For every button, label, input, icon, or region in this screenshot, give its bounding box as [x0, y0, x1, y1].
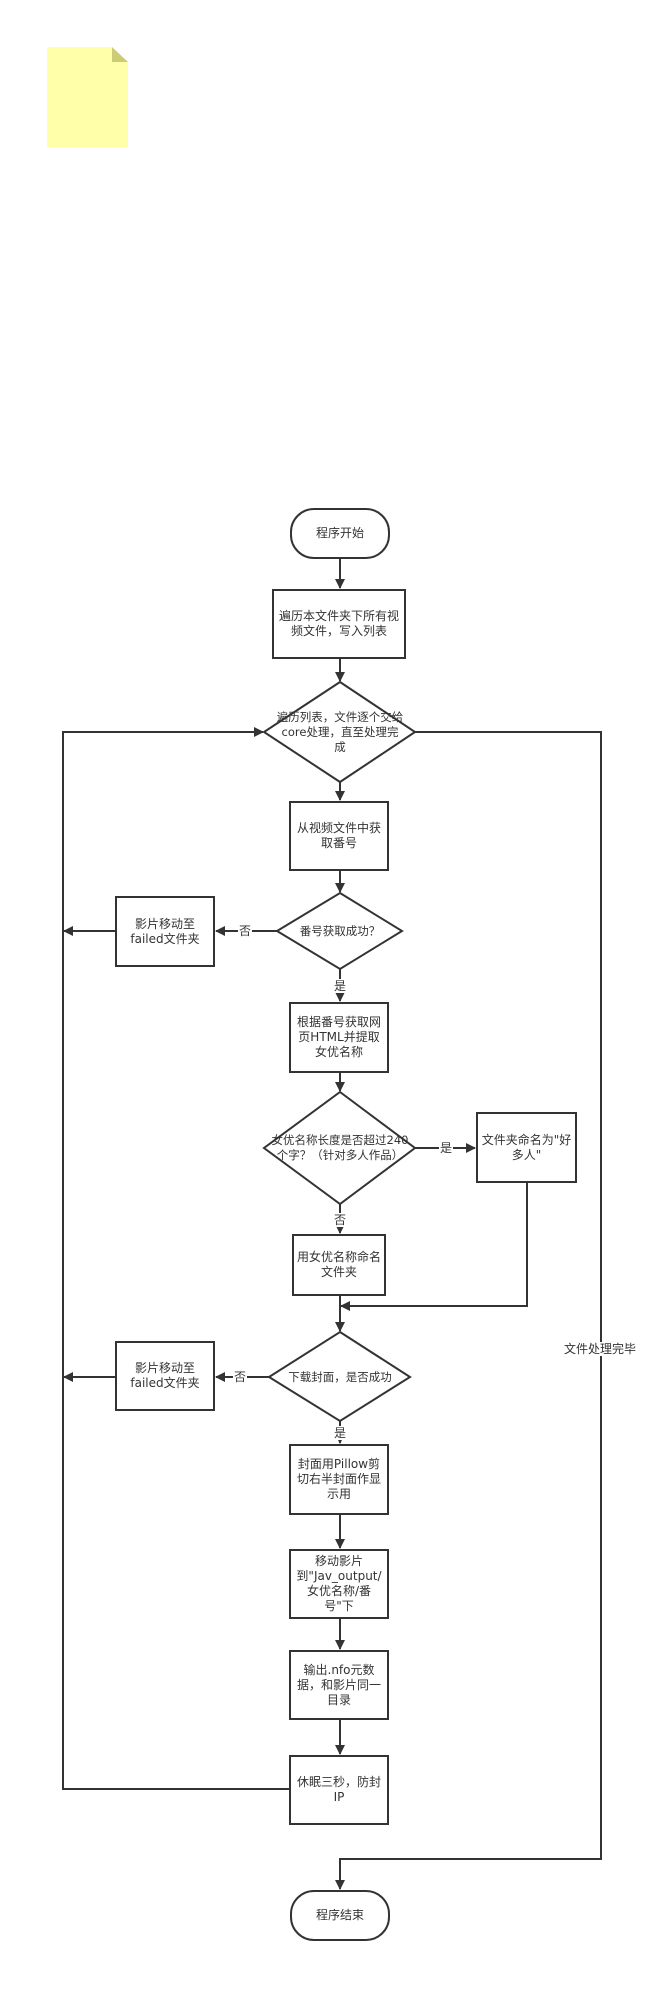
- edge-loop-end: [335, 731, 602, 1890]
- loop-decision-text: 遍历列表，文件逐个交给core处理，直至处理完成: [276, 709, 404, 754]
- yes-label-3: 是: [333, 1426, 348, 1440]
- move-movie-box: 移动影片到"Jav_output/女优名称/番号"下: [289, 1549, 389, 1619]
- no-label-2: 否: [333, 1213, 348, 1227]
- start-terminal: 程序开始: [290, 508, 390, 559]
- decision-id-ok: [275, 891, 404, 971]
- no-label-1: 否: [238, 924, 253, 938]
- output-nfo-box: 输出.nfo元数据，和影片同一目录: [289, 1650, 389, 1720]
- cover-ok-decision-text: 下载封面，是否成功: [288, 1369, 392, 1384]
- no-label-3: 否: [233, 1370, 248, 1384]
- yes-label-1: 是: [333, 979, 348, 993]
- name-folder-box: 用女优名称命名文件夹: [292, 1234, 386, 1296]
- fetch-html-box: 根据番号获取网页HTML并提取女优名称: [289, 1002, 389, 1073]
- sticky-note-icon: [47, 47, 128, 147]
- id-ok-decision-text: 番号获取成功？: [299, 923, 381, 938]
- yes-label-2: 是: [439, 1141, 454, 1155]
- name-long-decision-text: 女优名称长度是否超过240个字？（针对多人作品）: [271, 1133, 409, 1162]
- done-label: 文件处理完毕: [563, 1342, 638, 1356]
- decision-loop: [262, 680, 417, 784]
- crop-cover-box: 封面用Pillow剪切右半封面作显示用: [289, 1444, 389, 1515]
- end-terminal: 程序结束: [290, 1890, 390, 1941]
- failed-box-2: 影片移动至failed文件夹: [115, 1341, 215, 1411]
- edge-sleep-loop: [62, 727, 289, 1790]
- failed-box-1: 影片移动至failed文件夹: [115, 896, 215, 967]
- decision-cover-ok: [267, 1330, 412, 1423]
- sleep-box: 休眠三秒，防封IP: [289, 1755, 389, 1825]
- edge-many-merge: [340, 1183, 528, 1311]
- scan-files-box: 遍历本文件夹下所有视频文件，写入列表: [272, 589, 406, 659]
- get-id-box: 从视频文件中获取番号: [289, 801, 389, 871]
- many-actresses-box: 文件夹命名为"好多人": [476, 1112, 577, 1183]
- decision-name-long: [262, 1090, 417, 1206]
